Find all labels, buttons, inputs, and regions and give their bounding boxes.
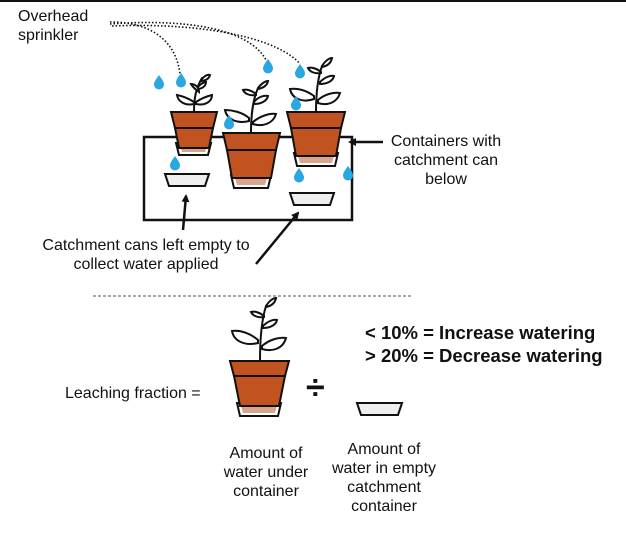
arrow-icon [255, 211, 300, 265]
denominator-label-line: water in empty [331, 460, 437, 477]
denominator-label-line: container [351, 498, 417, 515]
arrow-icon [181, 194, 190, 231]
water-drop-icon [154, 75, 164, 90]
catchment-can-icon [288, 192, 336, 206]
rule-decrease: > 20% = Decrease watering [365, 345, 603, 366]
water-drop-icon [294, 168, 304, 183]
containers-label-line: Containers with [390, 133, 502, 150]
denominator-label-line: catchment [347, 479, 421, 496]
denominator-label: Amount of water in empty catchment conta… [322, 440, 446, 516]
potted-plant-icon [221, 79, 282, 189]
sprinkler-label-line: sprinkler [18, 27, 79, 44]
containers-label-line: below [425, 171, 467, 188]
potted-plant-icon [228, 296, 291, 417]
divide-icon: ÷ [306, 369, 325, 407]
numerator-label: Amount of water under container [216, 444, 316, 501]
potted-plant-icon [285, 56, 347, 167]
water-drop-icon [170, 156, 180, 171]
catchment-label-line: Catchment cans left empty to [42, 237, 250, 254]
numerator-label-line: Amount of [229, 445, 303, 462]
denominator-label-line: Amount of [347, 441, 421, 458]
containers-label: Containers with catchment can below [385, 132, 507, 189]
watering-rules: < 10% = Increase watering > 20% = Decrea… [365, 321, 603, 367]
catchment-can-icon [163, 173, 211, 187]
sprinkler-spray-lines [109, 21, 301, 75]
sprinkler-label: Overhead sprinkler [18, 7, 88, 45]
top-border [0, 0, 626, 2]
numerator-label-line: container [233, 483, 299, 500]
water-drop-icon [263, 59, 273, 74]
catchment-can-icon [355, 402, 404, 416]
numerator-label-line: water under [223, 464, 309, 481]
leaching-fraction-label: Leaching fraction = [65, 385, 201, 402]
rule-increase: < 10% = Increase watering [365, 322, 596, 343]
catchment-label: Catchment cans left empty to collect wat… [30, 236, 262, 274]
catchment-label-line: collect water applied [73, 256, 219, 273]
water-drop-icon [295, 64, 305, 79]
containers-label-line: catchment can [393, 152, 499, 169]
potted-plant-icon [169, 73, 219, 156]
water-drop-icon [176, 73, 186, 88]
sprinkler-label-line: Overhead [18, 8, 89, 25]
